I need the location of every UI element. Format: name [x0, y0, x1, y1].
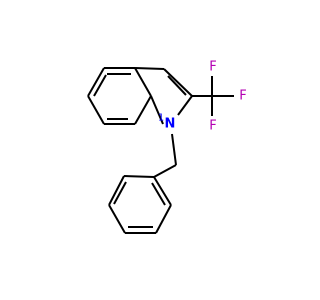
indole-benzene-ring [87, 67, 152, 125]
bond [153, 164, 177, 178]
fluorine-label-bottom: F [209, 119, 216, 134]
double-bond-inner [113, 181, 127, 205]
atom-labels: F F F N 1 [158, 60, 247, 134]
bond [108, 175, 125, 206]
trifluoromethyl-group [192, 76, 234, 116]
bond [153, 176, 172, 206]
molecule-structure: F F F N 1 [0, 0, 300, 300]
indole-pyrrole-ring [134, 67, 193, 125]
nitrogen-locant-label: 1 [158, 113, 164, 124]
fluorine-label-right: F [239, 89, 246, 104]
bond [87, 95, 105, 125]
bond [150, 95, 164, 125]
bond [177, 95, 193, 116]
double-bond-inner [151, 182, 166, 206]
canvas-background [0, 0, 300, 300]
bond [155, 204, 172, 234]
bond [171, 133, 177, 166]
bond [134, 67, 152, 97]
bond [134, 67, 165, 70]
bond [134, 95, 152, 125]
double-bond-inner [93, 74, 107, 97]
bond [87, 67, 105, 97]
bond [163, 68, 193, 97]
double-bond-inner [167, 75, 187, 96]
bond [123, 175, 155, 178]
nitrogen-label: N [165, 117, 176, 132]
benzyl-group [108, 133, 177, 234]
fluorine-label-top: F [209, 60, 216, 75]
bond [108, 204, 126, 234]
